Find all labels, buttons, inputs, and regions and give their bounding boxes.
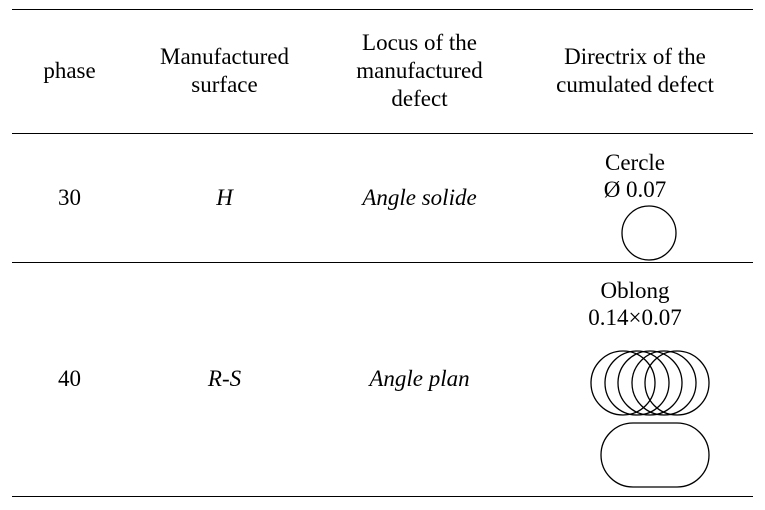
row2-locus: Angle plan bbox=[369, 366, 470, 391]
row-divider-rule bbox=[12, 262, 753, 263]
sweep-circle-5 bbox=[644, 350, 710, 416]
table-bottom-rule bbox=[12, 496, 753, 497]
header-phase: phase bbox=[43, 58, 96, 83]
row2-directrix-label: Oblong 0.14×0.07 bbox=[588, 278, 682, 330]
table-top-rule bbox=[12, 9, 753, 10]
header-manufactured-surface: Manufactured surface bbox=[160, 44, 289, 97]
overlapping-circles bbox=[590, 350, 710, 416]
circle-shape bbox=[621, 205, 677, 261]
row1-phase: 30 bbox=[58, 184, 81, 210]
header-bottom-rule bbox=[12, 133, 753, 134]
row1-surface: H bbox=[216, 184, 233, 210]
row2-surface: R-S bbox=[207, 366, 242, 391]
sweep-circle-1 bbox=[590, 350, 656, 416]
row1-directrix-label: Cercle Ø 0.07 bbox=[603, 150, 667, 202]
header-locus: Locus of the manufactured defect bbox=[356, 30, 483, 111]
oblong-shape bbox=[600, 422, 710, 488]
header-directrix: Directrix of the cumulated defect bbox=[556, 44, 714, 97]
sweep-circle-4 bbox=[631, 350, 697, 416]
defect-table: phase Manufactured surface Locus of the … bbox=[12, 9, 753, 497]
sweep-circle-2 bbox=[604, 350, 670, 416]
row2-oblong-diagram bbox=[590, 350, 710, 488]
row2-phase: 40 bbox=[58, 366, 81, 391]
row1-locus: Angle solide bbox=[362, 184, 477, 210]
row1-circle-diagram bbox=[621, 205, 677, 261]
sweep-circle-3 bbox=[617, 350, 683, 416]
